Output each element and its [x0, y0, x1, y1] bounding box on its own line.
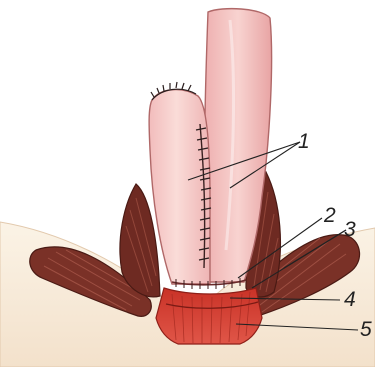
label-3: 3 [344, 218, 356, 241]
label-5: 5 [360, 318, 372, 341]
label-1: 1 [298, 130, 310, 153]
label-4: 4 [344, 288, 356, 311]
label-2: 2 [323, 204, 336, 227]
folded-bowel-loop [149, 90, 210, 284]
